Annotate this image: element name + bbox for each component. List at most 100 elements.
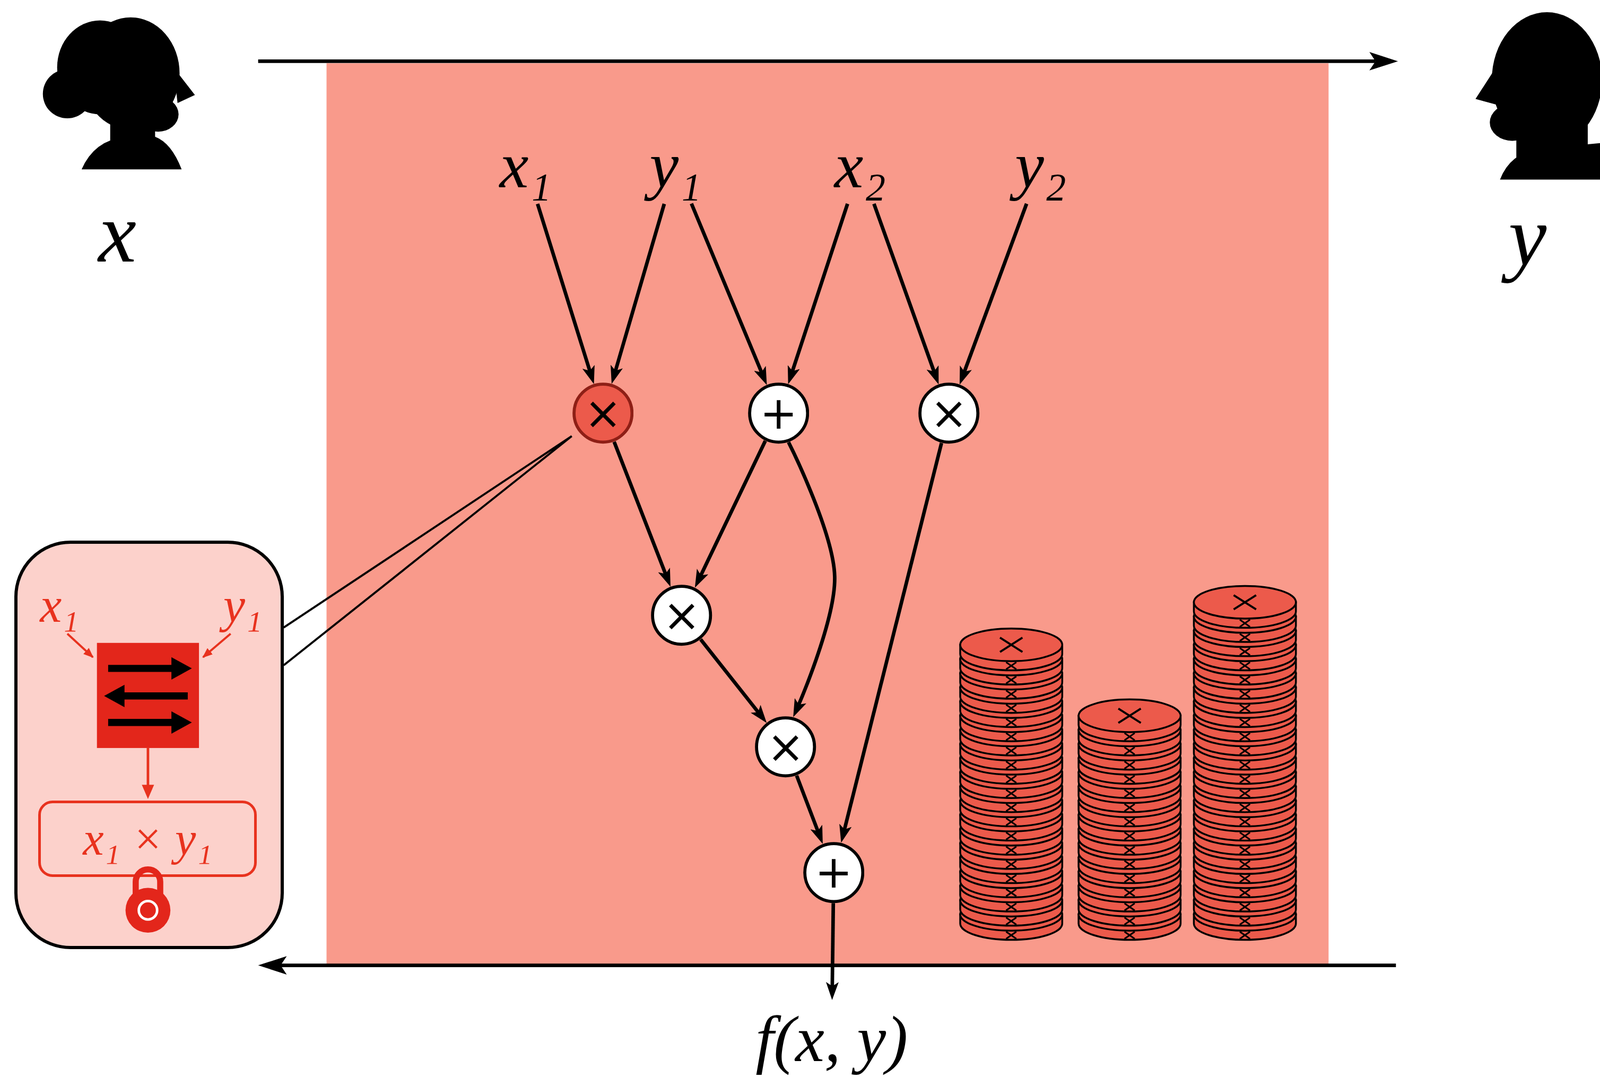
silhouette-nose (1475, 67, 1498, 106)
gate-circle (804, 843, 863, 902)
coin-side-mark (1124, 860, 1135, 868)
coin-side-mark (1239, 718, 1250, 726)
coin-side-mark (1006, 889, 1017, 897)
coin-side-mark (1006, 718, 1017, 726)
coin-side-mark (1124, 931, 1135, 939)
wire-arrow (873, 203, 936, 378)
locked-result-box: x₁ × y₁ (38, 800, 257, 877)
coin-side-mark (1239, 818, 1250, 825)
variable-text: y₂ (1014, 132, 1067, 198)
highlighted-multiply-gate: × (572, 382, 634, 444)
wire-arrow (842, 442, 942, 836)
wire-arrow (613, 203, 665, 377)
coin-side-mark (1124, 832, 1135, 840)
coin-side-mark (1124, 846, 1135, 854)
coin-side-mark (1239, 690, 1250, 698)
wire-arrow (700, 639, 763, 718)
input-variable: y₁ (649, 132, 702, 198)
coin-side-mark (1124, 775, 1135, 783)
coin-side-mark (1239, 804, 1250, 812)
coin-side-mark (1006, 874, 1017, 882)
variable-label: x (98, 189, 137, 276)
coin-side-mark (1239, 733, 1250, 741)
gate-circle (749, 384, 808, 442)
coin-side-mark (1239, 647, 1250, 655)
gate-symbol: + (759, 390, 798, 437)
coin-side-mark (1239, 747, 1250, 755)
coin-side-mark (1239, 662, 1250, 669)
lock-shackle (135, 869, 161, 899)
coin-side-mark (1239, 931, 1250, 939)
callout-pointer (283, 436, 572, 666)
gate-symbol: × (929, 390, 968, 437)
coin-side-mark (1239, 860, 1250, 868)
coin-side-mark (1124, 804, 1135, 812)
input-variable: x₁ (499, 132, 552, 198)
bob-silhouette (1475, 12, 1600, 180)
wire-arrow (691, 203, 764, 379)
exchange-arrowhead (103, 684, 125, 708)
coin-side-mark (1006, 917, 1017, 925)
coin-side-mark (1239, 789, 1250, 797)
coin-side-mark (1006, 775, 1017, 783)
lock-keyhole (138, 900, 158, 920)
coin (1193, 585, 1296, 628)
coin-side-mark (1124, 761, 1135, 769)
message-arrowhead (258, 955, 288, 975)
coin-top-mark (1118, 708, 1141, 724)
coin-side-mark (1124, 733, 1135, 741)
coin-side-mark (1124, 917, 1135, 925)
gate-circle (574, 384, 632, 442)
coin (960, 628, 1063, 671)
lock-body (125, 887, 171, 933)
add-gate: + (803, 841, 865, 903)
wire-arrow (788, 442, 835, 711)
coin-side-mark (1239, 761, 1250, 769)
wire-arrow (962, 203, 1027, 378)
coin-side-mark (1124, 874, 1135, 882)
gate-symbol: × (584, 390, 622, 437)
silhouette-shoulders (1500, 142, 1600, 180)
exchange-arrow (120, 692, 188, 700)
locked-product: x₁ × y₁ (82, 815, 213, 863)
gate-circle (652, 586, 711, 645)
callout-input: y₁ (223, 580, 263, 630)
variable-text: x₁ (499, 132, 552, 198)
coin-side-mark (1239, 619, 1250, 627)
coin-side-mark (1239, 676, 1250, 684)
gate-symbol: × (662, 593, 701, 639)
silhouette-bun (42, 69, 92, 119)
coin-side-mark (1124, 818, 1135, 825)
coin-side-mark (1006, 662, 1017, 669)
input-arrow (203, 633, 231, 657)
silhouette-nose (173, 67, 195, 103)
coin-side-mark (1006, 832, 1017, 840)
callout-header-row: x₁y₁ (17, 543, 281, 630)
coin-side-mark (1006, 676, 1017, 684)
coin-face (1193, 585, 1296, 619)
coin-side-mark (1006, 818, 1017, 825)
coin-top-mark (1000, 637, 1023, 652)
variable-text: f(x, y) (755, 1006, 908, 1072)
coin-side-mark (1239, 633, 1250, 641)
input-arrow (67, 633, 93, 657)
gate-circle (919, 384, 978, 442)
output-arrow (146, 748, 150, 788)
protocol-box (97, 642, 199, 749)
input-variable: x₂ (834, 132, 886, 198)
coin-side-mark (1006, 931, 1017, 939)
wire-arrow (614, 441, 668, 580)
party-input-label: x (98, 189, 137, 276)
coin-side-mark (1124, 747, 1135, 755)
coin-side-mark (1239, 704, 1250, 712)
multiply-gate: × (754, 716, 816, 778)
input-variable: y₂ (1014, 132, 1067, 198)
coin-side-mark (1006, 846, 1017, 854)
variable-label: y (1508, 193, 1547, 280)
coin-side-mark (1124, 789, 1135, 797)
gate-circle (756, 717, 815, 776)
coin-side-mark (1239, 903, 1250, 911)
party-input-label: y (1508, 193, 1547, 280)
multiply-gate: × (918, 382, 980, 444)
coin-side-mark (1239, 874, 1250, 882)
